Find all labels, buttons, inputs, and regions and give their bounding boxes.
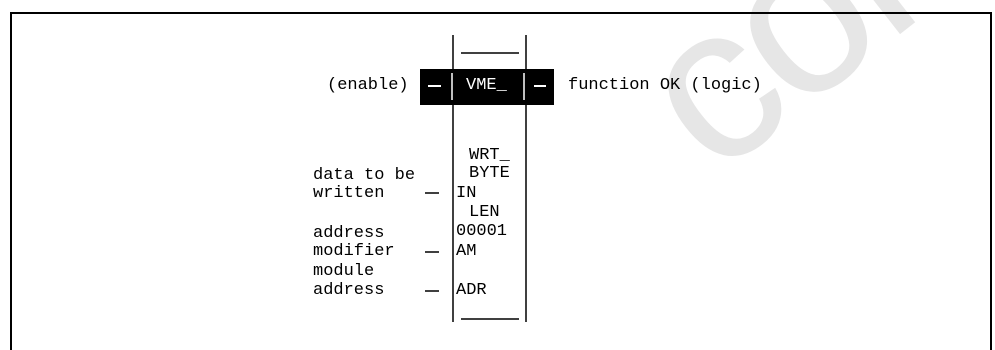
adr-label-line-1: module — [313, 262, 375, 281]
diagram-frame — [10, 12, 992, 350]
len-label: LEN — [469, 203, 500, 222]
pin-adr: ADR — [456, 281, 487, 300]
block-name: VME_ — [466, 76, 507, 95]
pin-am: AM — [456, 242, 477, 261]
adr-label-line-2: address — [313, 281, 385, 300]
function-ok-label: function OK (logic) — [568, 76, 762, 95]
am-label-line-1: address — [313, 224, 385, 243]
function-line-2: BYTE — [469, 164, 510, 183]
data-label-line-2: written — [313, 184, 385, 203]
am-label-line-2: modifier — [313, 242, 395, 261]
enable-label: (enable) — [327, 76, 409, 95]
len-value: 00001 — [456, 222, 508, 241]
pin-in: IN — [456, 184, 477, 203]
data-label-line-1: data to be — [313, 166, 416, 185]
enable-highlight — [420, 69, 554, 105]
function-line-1: WRT_ — [469, 146, 510, 165]
